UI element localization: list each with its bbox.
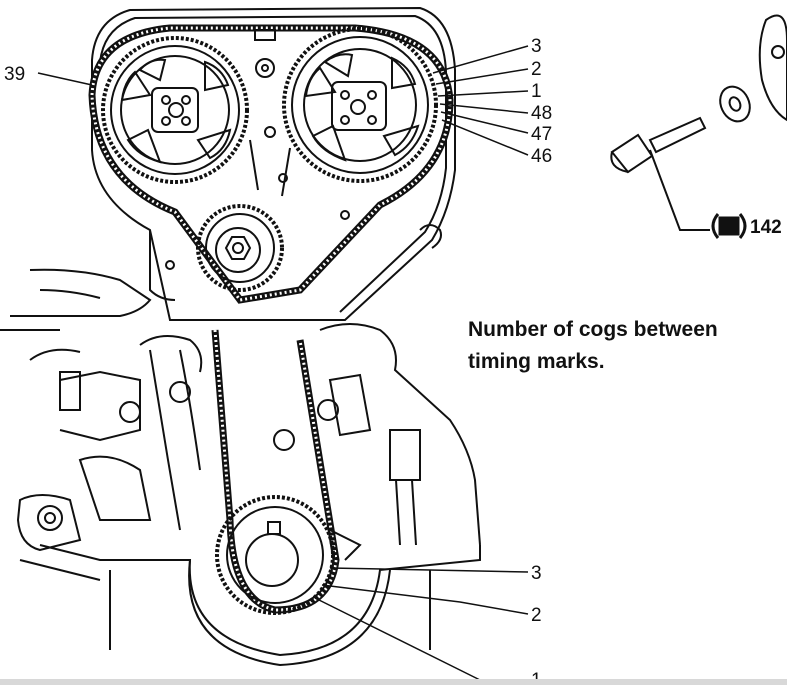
callout-142: 142 bbox=[750, 217, 782, 238]
callout-2-top: 2 bbox=[531, 59, 542, 80]
callout-3-bottom: 3 bbox=[531, 563, 542, 584]
cover-details bbox=[165, 29, 350, 270]
caption: Number of cogs between timing marks. bbox=[468, 314, 787, 378]
callout-1-bottom: 1 bbox=[531, 670, 542, 685]
engine-block-middle bbox=[0, 268, 481, 552]
timing-belt-upper bbox=[88, 24, 454, 304]
bottom-strip bbox=[0, 679, 787, 685]
caption-line-2: timing marks. bbox=[468, 350, 605, 373]
timing-cover-lower bbox=[19, 529, 481, 667]
callout-3-top: 3 bbox=[531, 36, 542, 57]
timing-cover-upper bbox=[91, 6, 456, 321]
torque-wrench-icon bbox=[711, 213, 747, 239]
callout-39: 39 bbox=[4, 64, 25, 85]
tensioner-pulley bbox=[196, 204, 284, 292]
caption-line-1: Number of cogs between bbox=[468, 318, 718, 341]
left-cam-sprocket bbox=[101, 36, 249, 184]
callout-47: 47 bbox=[531, 124, 552, 145]
callout-2-bottom: 2 bbox=[531, 605, 542, 626]
callout-1-top: 1 bbox=[531, 81, 542, 102]
leader-lines bbox=[37, 45, 529, 681]
timing-belt-lower bbox=[211, 329, 340, 614]
crank-sprocket bbox=[215, 495, 335, 615]
crank-bolt-assembly bbox=[610, 14, 787, 231]
right-cam-sprocket bbox=[282, 27, 438, 183]
callout-48: 48 bbox=[531, 103, 552, 124]
callout-46: 46 bbox=[531, 146, 552, 167]
